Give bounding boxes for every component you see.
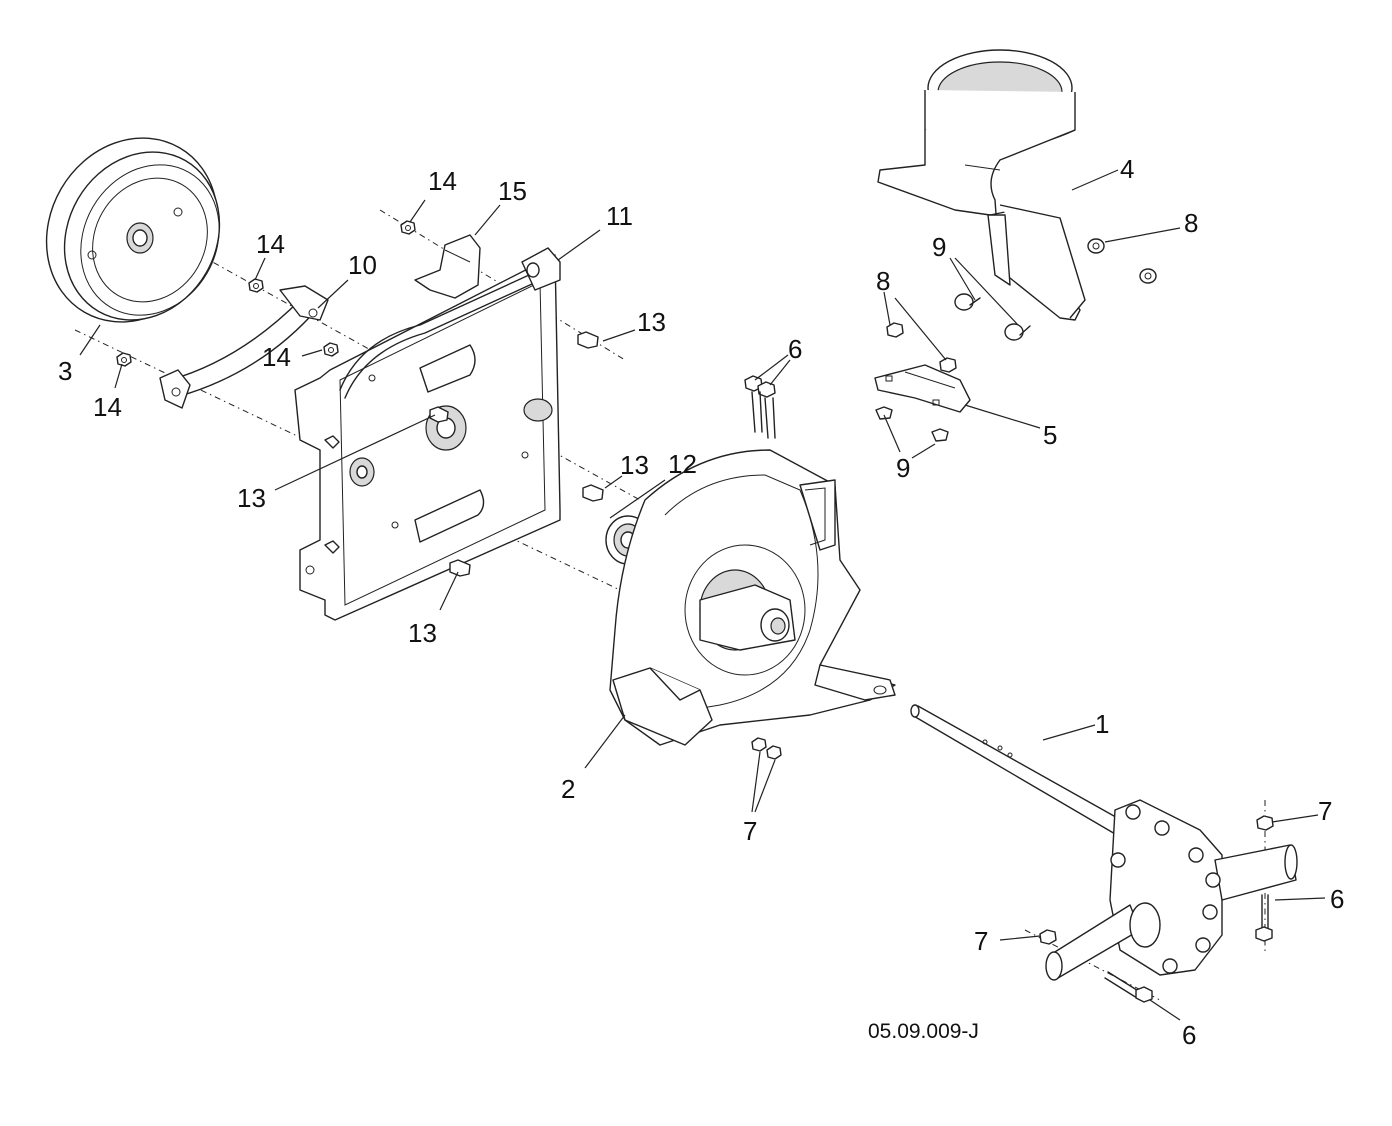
callout-8b: 8	[876, 266, 890, 296]
callout-12: 12	[668, 449, 697, 479]
gearbox-fasteners	[1039, 815, 1274, 1003]
callout-14d: 14	[93, 392, 122, 422]
callout-2: 2	[561, 774, 575, 804]
pulley	[45, 137, 221, 323]
gearbox	[1045, 799, 1298, 981]
callout-13c: 13	[237, 483, 266, 513]
callout-9b: 9	[896, 453, 910, 483]
bolts-upper	[744, 375, 776, 439]
callout-10: 10	[348, 250, 377, 280]
nuts-7-middle	[751, 737, 782, 760]
callout-14a: 14	[428, 166, 457, 196]
leader-lines	[79, 169, 1326, 1021]
callout-7a: 7	[1318, 796, 1332, 826]
callout-13a: 13	[637, 307, 666, 337]
deflector-plate	[874, 364, 971, 413]
callout-13d: 13	[408, 618, 437, 648]
callout-4: 4	[1120, 154, 1134, 184]
callout-13b: 13	[620, 450, 649, 480]
auger-housing	[609, 449, 896, 746]
support-bracket	[339, 247, 561, 399]
diagram-code: 05.09.009-J	[868, 1020, 979, 1043]
callout-14b: 14	[256, 229, 285, 259]
discharge-chute	[877, 49, 1086, 321]
callout-15: 15	[498, 176, 527, 206]
belt-keeper	[159, 285, 329, 409]
callout-1: 1	[1095, 709, 1109, 739]
callout-8a: 8	[1184, 208, 1198, 238]
drive-shaft	[910, 704, 1131, 839]
callout-11: 11	[606, 201, 633, 231]
callout-9a: 9	[932, 232, 946, 262]
callout-7b: 7	[974, 926, 988, 956]
bracket-15	[414, 234, 481, 299]
callout-6a: 6	[788, 334, 802, 364]
fasteners-8-9	[875, 238, 1157, 442]
mounting-plate	[294, 254, 561, 621]
callout-5: 5	[1043, 420, 1057, 450]
callout-7c: 7	[743, 816, 757, 846]
callout-6b: 6	[1330, 884, 1344, 914]
callout-14c: 14	[262, 342, 291, 372]
callout-labels: 1 2 3 4 5 6 6 6 7 7 7 8 8 9 9 10 11 12 1…	[58, 154, 1344, 1050]
callout-6c: 6	[1182, 1020, 1196, 1050]
callout-3: 3	[58, 356, 72, 386]
